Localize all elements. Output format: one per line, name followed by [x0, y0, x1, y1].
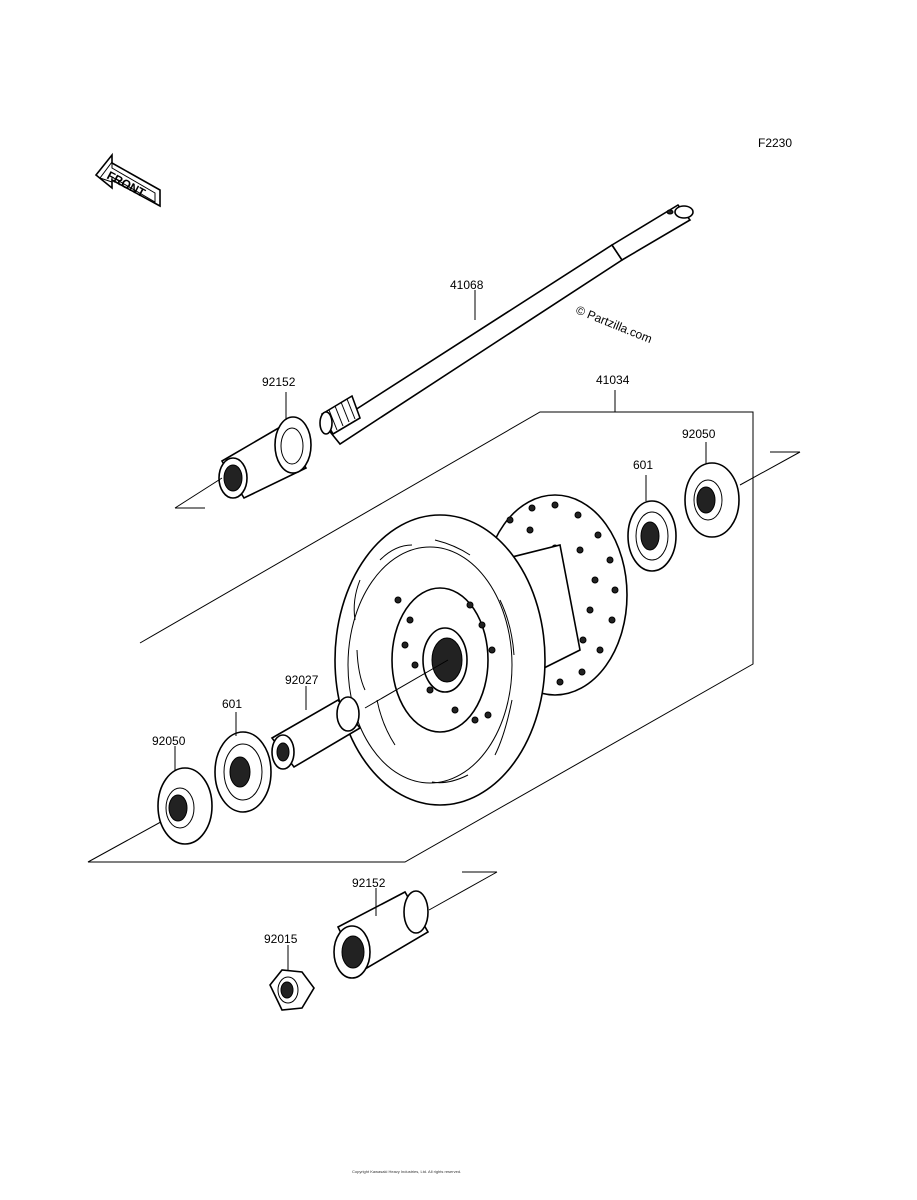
label-collar-bottom: 92152	[352, 876, 386, 890]
label-collar-top: 92152	[262, 375, 296, 389]
seal-right-part: 92050	[682, 427, 801, 538]
bearing-left-part: 601	[214, 697, 272, 813]
nut-part: 92015	[264, 932, 315, 1011]
label-nut: 92015	[264, 932, 298, 946]
wheel-hub-part	[334, 494, 628, 806]
label-hub: 41034	[596, 373, 630, 387]
label-bearing-right: 601	[633, 458, 653, 472]
spacer-part: 92027	[270, 673, 362, 770]
axle-part: 41068	[319, 203, 694, 446]
label-seal-right: 92050	[682, 427, 716, 441]
collar-top-part: 92152	[174, 375, 312, 509]
hub-assembly-frame	[87, 390, 754, 863]
front-arrow-icon: FRONT	[94, 152, 161, 208]
label-spacer: 92027	[285, 673, 319, 687]
collar-bottom-part: 92152	[333, 871, 498, 979]
seal-left-part: 92050	[152, 734, 213, 845]
label-bearing-left: 601	[222, 697, 242, 711]
bearing-right-part: 601	[627, 458, 677, 572]
label-seal-left: 92050	[152, 734, 186, 748]
diagram-code: F2230	[758, 136, 792, 150]
watermark: © Partzilla.com	[574, 303, 654, 346]
label-axle: 41068	[450, 278, 484, 292]
copyright-footer: Copyright Kawasaki Heavy Industries, Ltd…	[352, 1169, 461, 1174]
